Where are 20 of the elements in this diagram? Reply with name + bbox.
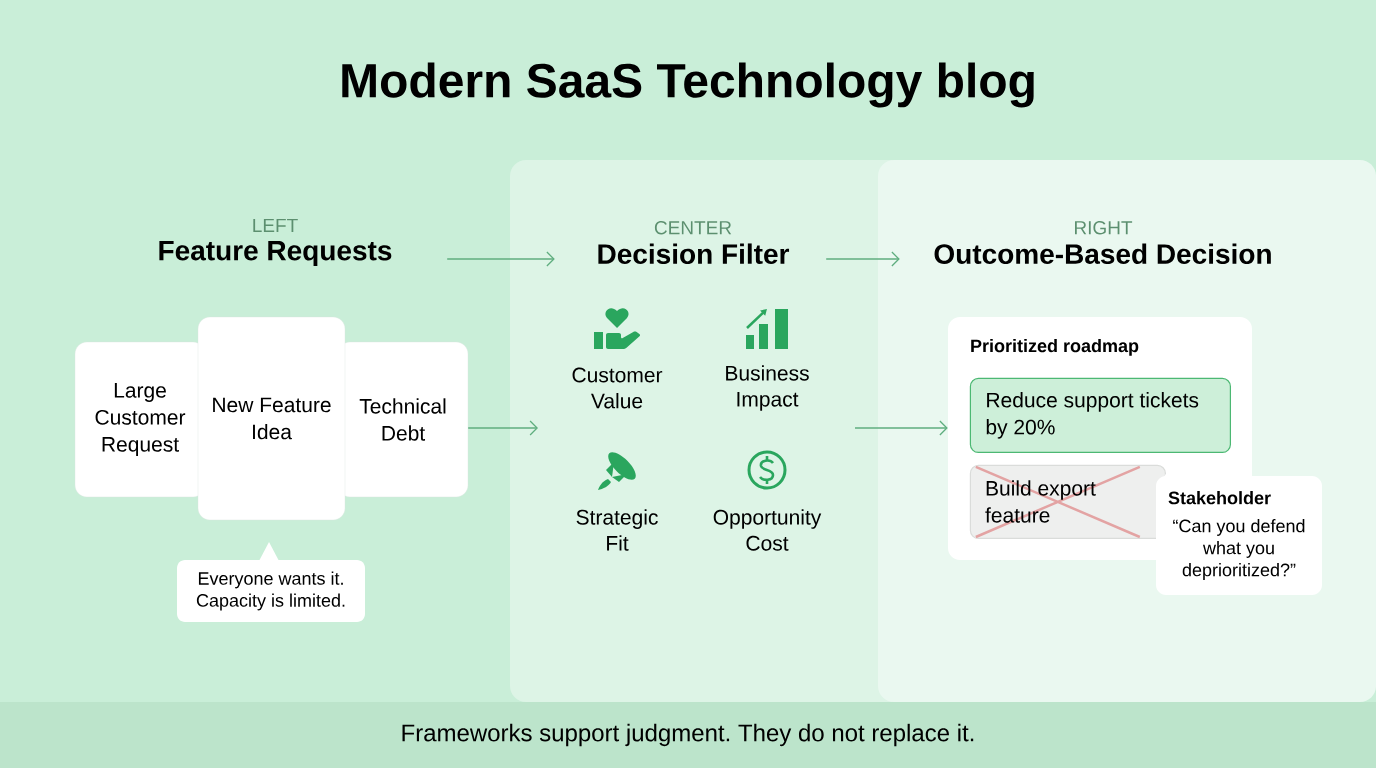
column-heading: RIGHT Outcome-Based Decision [934, 221, 1271, 264]
footer-band: Frameworks support judgment. They do not replace it. [0, 702, 1376, 768]
speech-bubble: Stakeholder “Can you defend what you deprioritized?” [1156, 467, 1322, 595]
criterion-label: Customer Value [572, 367, 663, 409]
arrow [467, 420, 538, 436]
criterion-label: Business Impact [726, 365, 809, 411]
request-card: Technical Debt [337, 341, 469, 498]
criterion-label: Strategic Fit [576, 509, 658, 551]
arrow [825, 251, 900, 267]
title: Modern SaaS Technology blog [342, 62, 1034, 108]
request-card: Large Customer Request [74, 341, 206, 498]
request-card: New Feature Idea [197, 316, 346, 521]
callout-bubble: Everyone wants it. Capacity is limited. [177, 542, 365, 622]
roadmap-item: Build export feature [969, 464, 1166, 539]
criterion-label: Opportunity Cost [713, 509, 822, 551]
column-heading: CENTER Decision Filter [598, 221, 790, 264]
arrow [446, 251, 555, 267]
column-heading: LEFT Feature Requests [159, 218, 392, 267]
arrow [854, 420, 948, 436]
roadmap-item: Reduce support tickets by 20% [969, 377, 1231, 453]
